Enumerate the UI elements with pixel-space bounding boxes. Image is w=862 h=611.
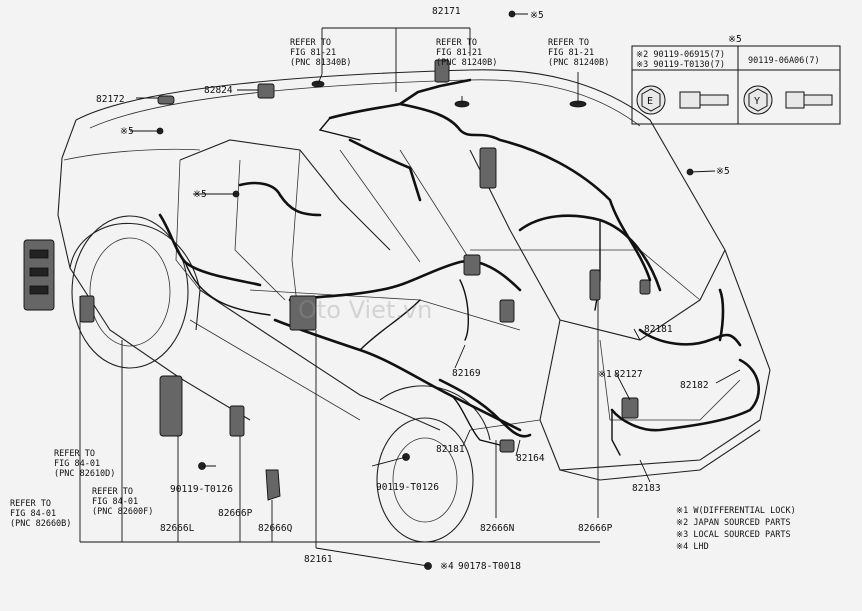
star5-pillar: ※5 bbox=[193, 189, 207, 200]
refer-fig-1: FIG 81-21 bbox=[290, 48, 336, 58]
mark-x1: ※1 bbox=[598, 369, 612, 380]
connector-82666P-left bbox=[229, 405, 245, 437]
label-82183: 82183 bbox=[632, 483, 661, 494]
refer-pnc-3: (PNC 81240B) bbox=[548, 58, 609, 68]
label-bolt-left: 90119-T0126 bbox=[170, 484, 233, 495]
label-82666N: 82666N bbox=[480, 523, 515, 534]
label-82666Q: 82666Q bbox=[258, 523, 293, 534]
connector-82127 bbox=[621, 397, 639, 419]
bolt-mark-e: E bbox=[647, 96, 653, 107]
star5-right: ※5 bbox=[716, 166, 730, 177]
refer-pnc-4: (PNC 82610D) bbox=[54, 469, 115, 479]
fastener-table-line-3: 90119-06A06(7) bbox=[748, 56, 820, 66]
connector-82666Q bbox=[265, 469, 281, 501]
refer-label-1: REFER TO bbox=[290, 38, 331, 48]
label-82666P-right: 82666P bbox=[578, 523, 613, 534]
label-82181-front: 82181 bbox=[436, 444, 465, 455]
legend-item-1: ※1 W(DIFFERENTIAL LOCK) bbox=[676, 506, 796, 516]
label-82161: 82161 bbox=[304, 554, 333, 565]
label-bolt-mid: 90119-T0126 bbox=[376, 482, 439, 493]
refer-pnc-6: (PNC 82660B) bbox=[10, 519, 71, 529]
label-82127: 82127 bbox=[614, 369, 643, 380]
refer-fig-2: FIG 81-21 bbox=[436, 48, 482, 58]
fastener-table-header: ※5 bbox=[728, 34, 742, 45]
bolt-mark-y: Y bbox=[754, 96, 760, 107]
label-82824: 82824 bbox=[204, 85, 233, 96]
fastener-table: ※5 ※2 90119-06915(7) ※3 90119-T0130(7) 9… bbox=[631, 34, 841, 125]
bolt-side-y-icon bbox=[785, 91, 805, 109]
part-labels: 82171 ※5 REFER TO FIG 81-21 (PNC 81340B)… bbox=[10, 6, 730, 572]
leader-lines bbox=[79, 13, 741, 567]
label-82171: 82171 bbox=[432, 6, 461, 17]
refer-label-3: REFER TO bbox=[548, 38, 589, 48]
connector-82666P-right bbox=[589, 269, 601, 301]
legend-item-2: ※2 JAPAN SOURCED PARTS bbox=[676, 518, 791, 528]
label-82172: 82172 bbox=[96, 94, 125, 105]
dash-harness bbox=[158, 213, 262, 287]
mark-x4: ※4 bbox=[440, 561, 454, 572]
refer-label-5: REFER TO bbox=[92, 487, 133, 497]
refer-fig-3: FIG 81-21 bbox=[548, 48, 594, 58]
refer-fig-4: FIG 84-01 bbox=[54, 459, 100, 469]
star5-left: ※5 bbox=[120, 126, 134, 137]
refer-pnc-1: (PNC 81340B) bbox=[290, 58, 351, 68]
legend: ※1 W(DIFFERENTIAL LOCK) ※2 JAPAN SOURCED… bbox=[676, 506, 796, 552]
roof-harness bbox=[328, 78, 652, 282]
bolt-side-e-icon bbox=[679, 91, 701, 109]
label-82666P-left: 82666P bbox=[218, 508, 253, 519]
label-82181-rear: 82181 bbox=[644, 324, 673, 335]
legend-item-3: ※3 LOCAL SOURCED PARTS bbox=[676, 530, 791, 540]
legend-item-4: ※4 LHD bbox=[676, 542, 709, 552]
connector-82666L bbox=[159, 375, 183, 437]
fastener-table-line-1: ※2 90119-06915(7) bbox=[636, 50, 725, 60]
fastener-table-line-2: ※3 90119-T0130(7) bbox=[636, 60, 725, 70]
roof-connector-cluster bbox=[479, 147, 497, 189]
label-82666L: 82666L bbox=[160, 523, 195, 534]
refer-label-4: REFER TO bbox=[54, 449, 95, 459]
watermark: Oto Viet.vn bbox=[298, 296, 432, 324]
refer-fig-6: FIG 84-01 bbox=[10, 509, 56, 519]
star5-top: ※5 bbox=[530, 10, 544, 21]
refer-pnc-5: (PNC 82600F) bbox=[92, 507, 153, 517]
connector-82172 bbox=[157, 95, 175, 105]
refer-fig-5: FIG 84-01 bbox=[92, 497, 138, 507]
connector-82824 bbox=[257, 83, 275, 99]
refer-label-2: REFER TO bbox=[436, 38, 477, 48]
refer-label-6: REFER TO bbox=[10, 499, 51, 509]
wire-harnesses bbox=[158, 78, 760, 456]
parts-and-connectors bbox=[23, 10, 694, 570]
floor-junction bbox=[289, 295, 317, 331]
label-82182: 82182 bbox=[680, 380, 709, 391]
refer-pnc-2: (PNC 81240B) bbox=[436, 58, 497, 68]
label-82164: 82164 bbox=[516, 453, 545, 464]
connector-82610D bbox=[79, 295, 95, 323]
label-bolt-bottom: 90178-T0018 bbox=[458, 561, 521, 572]
floor-harness bbox=[273, 318, 522, 432]
front-wheel bbox=[71, 215, 189, 369]
label-82169: 82169 bbox=[452, 368, 481, 379]
rear-wheel bbox=[376, 417, 474, 543]
